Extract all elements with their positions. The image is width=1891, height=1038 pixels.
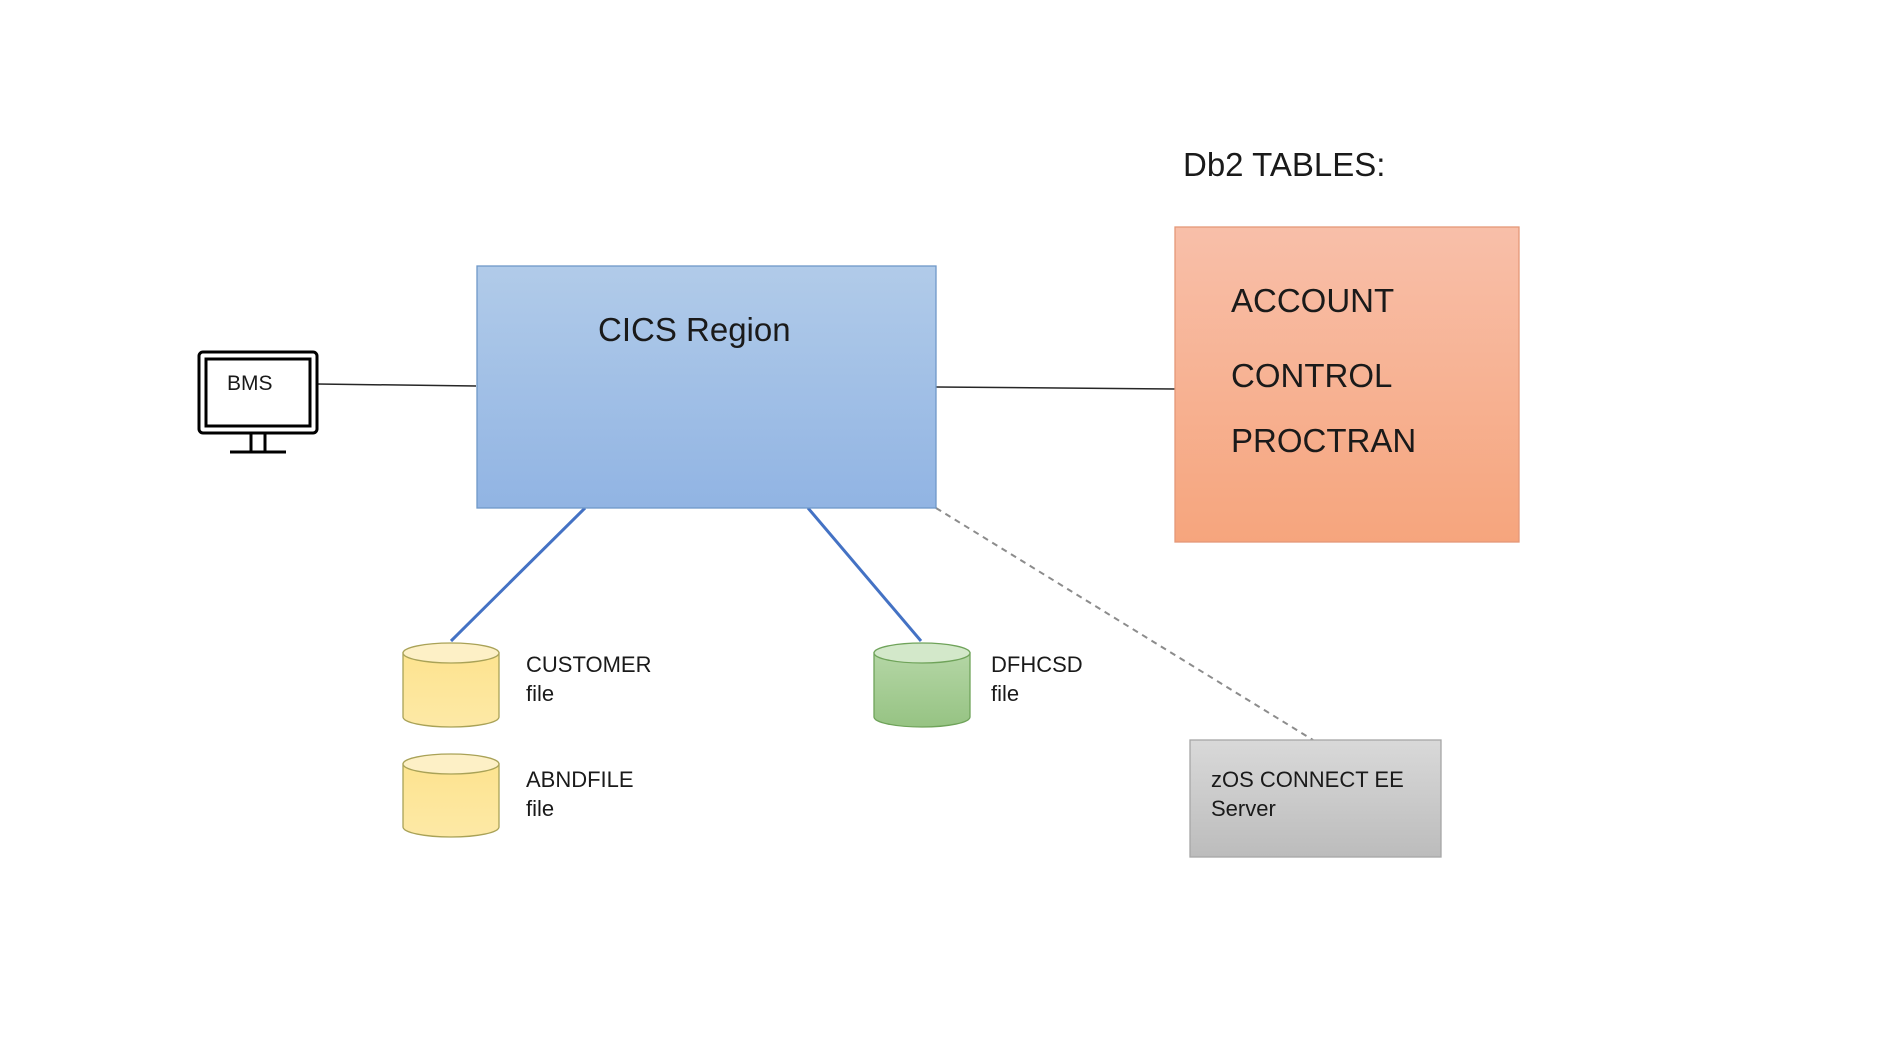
zos-connect-server-box <box>1189 739 1442 858</box>
dfhcsd-file-label: DFHCSD file <box>991 650 1083 708</box>
monitor-icon <box>197 350 319 454</box>
db2-tables-heading: Db2 TABLES: <box>1183 146 1386 183</box>
abndfile-type: file <box>526 796 555 821</box>
db2-table-account: ACCOUNT <box>1231 282 1395 319</box>
connector-cics-dfhcsd <box>806 507 923 642</box>
customer-file-label: CUSTOMER file <box>526 650 652 708</box>
customer-file-name: CUSTOMER <box>526 652 652 677</box>
zos-connect-server-label: zOS CONNECT EE Server <box>1211 765 1404 823</box>
cics-region-box <box>476 265 937 509</box>
db2-table-proctran: PROCTRAN <box>1231 422 1417 459</box>
connector-bms-cics <box>316 383 477 387</box>
dfhcsd-file-type: file <box>991 681 1020 706</box>
zos-connect-line1: zOS CONNECT EE <box>1211 767 1404 792</box>
dfhcsd-file-name: DFHCSD <box>991 652 1083 677</box>
connector-cics-db2 <box>935 386 1176 390</box>
customer-file-type: file <box>526 681 555 706</box>
connector-cics-zos-connect <box>935 507 1314 741</box>
abndfile-cylinder-icon <box>402 753 500 838</box>
bms-label: BMS <box>227 372 273 395</box>
db2-tables-box <box>1174 226 1520 543</box>
db2-table-control: CONTROL <box>1231 357 1393 394</box>
connector-cics-customer <box>449 506 587 643</box>
abndfile-label: ABNDFILE file <box>526 765 634 823</box>
dfhcsd-file-cylinder-icon <box>873 642 971 728</box>
customer-file-cylinder-icon <box>402 642 500 728</box>
abndfile-name: ABNDFILE <box>526 767 634 792</box>
zos-connect-line2: Server <box>1211 796 1276 821</box>
cics-region-label: CICS Region <box>598 311 791 348</box>
